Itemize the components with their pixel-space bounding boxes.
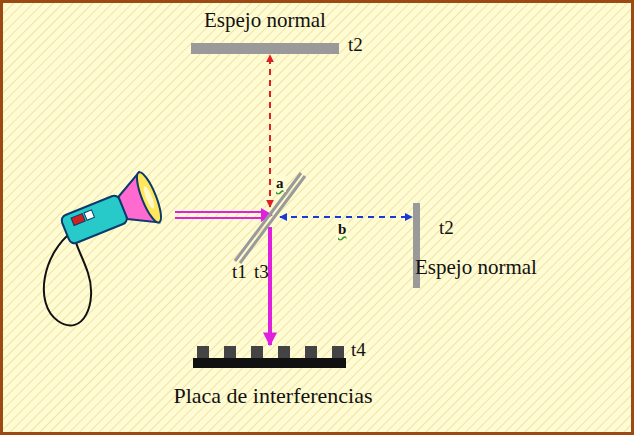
mirror-shape — [191, 43, 339, 54]
path-label: a — [274, 175, 286, 192]
mirror: t2Espejo normal — [403, 198, 603, 290]
node-label: Espejo normal — [415, 256, 537, 279]
lamp — [44, 170, 166, 326]
node-label: Espejo normal — [191, 9, 339, 32]
path-label: b — [336, 221, 348, 238]
interference-plate-shape — [193, 346, 346, 368]
mirror: Espejo normal t2 — [173, 9, 383, 59]
node-label: Placa de interferencias — [123, 384, 423, 408]
light-path — [268, 227, 272, 345]
incoming-beam — [175, 208, 273, 222]
light-path — [280, 216, 412, 218]
time-label: t4 — [351, 340, 366, 361]
beam-splitter-shape — [235, 173, 305, 261]
light-path — [269, 55, 271, 207]
interference-plate: t4Placa de interferencias — [123, 336, 423, 431]
beam-splitter: t1 t3 — [228, 168, 313, 293]
node-label: t3 — [254, 262, 269, 283]
node-label: t2 — [348, 35, 363, 56]
time-label: t1 — [232, 262, 247, 283]
time-label: t2 — [439, 218, 454, 239]
